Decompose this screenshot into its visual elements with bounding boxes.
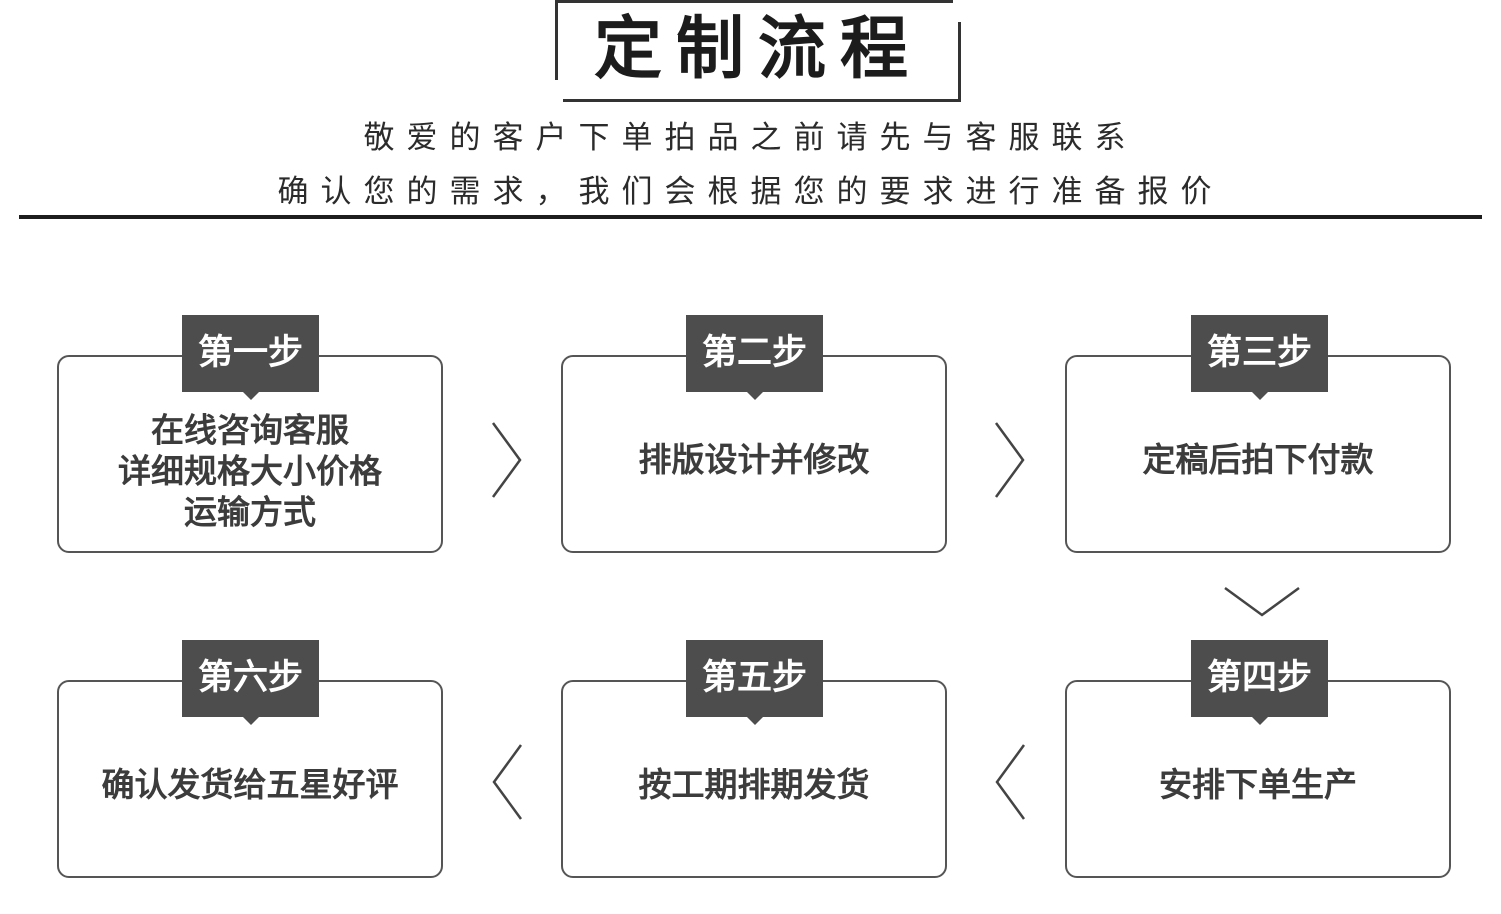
step-badge-3: 第三步 <box>1191 315 1328 400</box>
chevron-left-icon <box>993 742 1027 822</box>
step-badge-4: 第四步 <box>1191 640 1328 725</box>
chevron-right-icon <box>993 420 1027 500</box>
step-1-line-1: 在线咨询客服 <box>151 410 349 450</box>
page-title: 定制流程 <box>593 10 922 89</box>
step-2-line-1: 排版设计并修改 <box>638 440 870 480</box>
step-6-text: 确认发货给五星好评 <box>59 764 441 805</box>
step-6-line-1: 确认发货给五星好评 <box>101 765 399 805</box>
step-4-text: 安排下单生产 <box>1067 764 1449 805</box>
title-frame: 定制流程 <box>555 0 961 102</box>
step-1-line-2: 详细规格大小价格 <box>118 451 382 491</box>
title-bracket-top-left <box>555 0 953 80</box>
step-3-line-1: 定稿后拍下付款 <box>1142 440 1374 480</box>
step-5-line-1: 按工期排期发货 <box>638 765 870 805</box>
step-5-text: 按工期排期发货 <box>563 764 945 805</box>
title-bracket-bottom-right <box>563 22 961 102</box>
step-3-text: 定稿后拍下付款 <box>1067 439 1449 480</box>
step-badge-1: 第一步 <box>182 315 319 400</box>
step-4-line-1: 安排下单生产 <box>1159 765 1357 805</box>
step-1-text: 在线咨询客服 详细规格大小价格 运输方式 <box>59 410 441 533</box>
step-1-line-3: 运输方式 <box>184 492 316 532</box>
chevron-down-icon <box>1222 585 1302 619</box>
chevron-left-icon <box>490 742 524 822</box>
intro-line-2: 确认您的需求，我们会根据您的要求进行准备报价 <box>277 174 1224 210</box>
step-badge-6: 第六步 <box>182 640 319 725</box>
step-badge-2: 第二步 <box>686 315 823 400</box>
header-divider <box>19 215 1482 219</box>
step-badge-5: 第五步 <box>686 640 823 725</box>
chevron-right-icon <box>490 420 524 500</box>
step-2-text: 排版设计并修改 <box>563 439 945 480</box>
intro-line-1: 敬爱的客户下单拍品之前请先与客服联系 <box>363 120 1138 156</box>
